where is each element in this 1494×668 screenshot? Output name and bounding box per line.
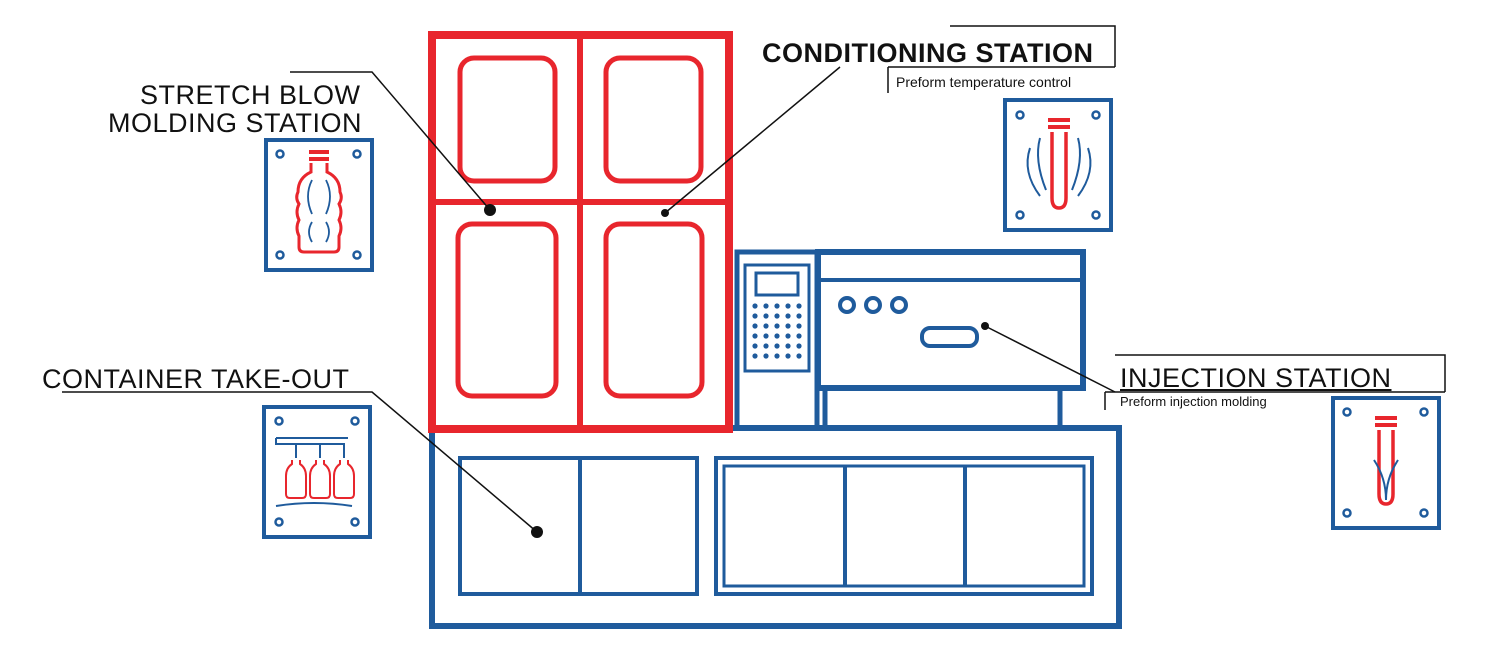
indicator-light [890, 296, 908, 314]
indicator-light [864, 296, 882, 314]
keypad-button [752, 323, 758, 329]
keypad-button [774, 333, 780, 339]
keypad-button [763, 333, 769, 339]
keypad-button [796, 343, 802, 349]
tower-door [603, 55, 704, 184]
keypad-button [752, 303, 758, 309]
keypad-button [763, 353, 769, 359]
keypad-button [763, 343, 769, 349]
keypad-button [774, 303, 780, 309]
conditioning-title: CONDITIONING STATION [762, 38, 1094, 68]
conditioning-subtitle: Preform temperature control [896, 74, 1072, 90]
base-right-compartment [714, 456, 1094, 596]
injection-housing [815, 249, 1086, 391]
bottle-stretch-blow-icon [264, 138, 374, 272]
keypad-button [785, 323, 791, 329]
bottle-takeout-icon [262, 405, 372, 539]
keypad-button [752, 333, 758, 339]
injection-unit [734, 249, 1086, 431]
keypad-buttons [752, 303, 802, 359]
injection-title: INJECTION STATION [1120, 363, 1392, 393]
indicator-light [838, 296, 856, 314]
keypad-button [774, 353, 780, 359]
keypad-button [763, 303, 769, 309]
keypad-button [785, 343, 791, 349]
keypad-button [763, 313, 769, 319]
leader-lines [62, 25, 1446, 533]
injection-handle [920, 326, 979, 348]
keypad-button [774, 343, 780, 349]
keypad-button [752, 313, 758, 319]
injection-subtitle: Preform injection molding [1120, 394, 1267, 409]
control-display [754, 271, 800, 297]
keypad-button [796, 323, 802, 329]
control-panel [734, 249, 820, 431]
keypad-button [785, 353, 791, 359]
preform-injection-icon [1331, 396, 1441, 530]
keypad-button [785, 303, 791, 309]
tower-door [455, 221, 559, 399]
keypad-button [785, 333, 791, 339]
keypad-button [763, 323, 769, 329]
keypad [743, 263, 811, 373]
tower-door [457, 55, 558, 184]
pointer-dot [484, 204, 496, 216]
stretch-blow-title-line2: MOLDING STATION [108, 108, 363, 138]
keypad-button [796, 333, 802, 339]
red-tower [428, 31, 733, 433]
takeout-title: CONTAINER TAKE-OUT [42, 364, 350, 394]
keypad-button [796, 313, 802, 319]
keypad-button [752, 353, 758, 359]
keypad-button [785, 313, 791, 319]
leader-dots [484, 204, 989, 538]
tower-door [603, 221, 705, 399]
keypad-button [774, 313, 780, 319]
pointer-dot [981, 322, 989, 330]
keypad-button [796, 303, 802, 309]
preform-heating-icon [1003, 98, 1113, 232]
injection-lower-body [822, 385, 1063, 431]
stretch-blow-title-line1: STRETCH BLOW [140, 80, 361, 110]
keypad-button [796, 353, 802, 359]
keypad-button [774, 323, 780, 329]
keypad-button [752, 343, 758, 349]
pointer-dot [531, 526, 543, 538]
pointer-dot [661, 209, 669, 217]
